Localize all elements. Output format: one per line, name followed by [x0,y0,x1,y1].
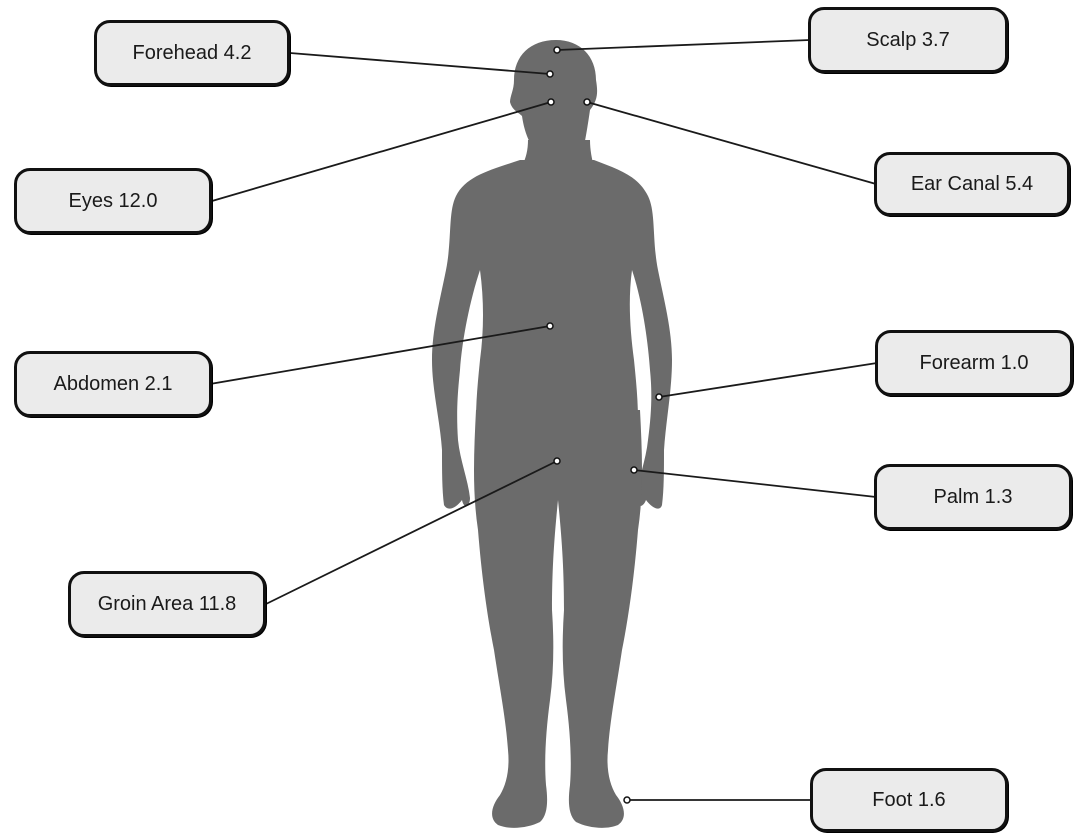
point-groin-area [554,458,560,464]
leader-line-forearm [659,363,877,397]
label-abdomen: Abdomen 2.1 [14,351,212,417]
label-palm-text: Palm 1.3 [934,486,1013,509]
point-forehead [547,71,553,77]
leader-line-ear-canal [587,102,876,184]
point-palm [631,467,637,473]
label-forearm: Forearm 1.0 [875,330,1073,396]
label-ear-canal-text: Ear Canal 5.4 [911,173,1033,196]
label-scalp: Scalp 3.7 [808,7,1008,73]
label-ear-canal: Ear Canal 5.4 [874,152,1070,216]
leader-line-scalp [557,40,810,50]
label-scalp-text: Scalp 3.7 [866,29,949,52]
leader-line-palm [634,470,876,497]
point-forearm [656,394,662,400]
label-groin-area: Groin Area 11.8 [68,571,266,637]
label-abdomen-text: Abdomen 2.1 [54,373,173,396]
point-scalp [554,47,560,53]
label-forehead: Forehead 4.2 [94,20,290,86]
label-palm: Palm 1.3 [874,464,1072,530]
point-ear-canal [584,99,590,105]
human-silhouette [432,40,672,828]
point-eyes [548,99,554,105]
point-foot [624,797,630,803]
label-forehead-text: Forehead 4.2 [133,42,252,65]
label-groin-area-text: Groin Area 11.8 [98,593,237,616]
label-eyes-text: Eyes 12.0 [69,190,158,213]
label-foot: Foot 1.6 [810,768,1008,832]
label-foot-text: Foot 1.6 [872,789,945,812]
leader-line-forehead [290,53,550,74]
label-eyes: Eyes 12.0 [14,168,212,234]
silhouette-head [510,40,597,146]
label-forearm-text: Forearm 1.0 [920,352,1029,375]
point-abdomen [547,323,553,329]
silhouette-legs [474,410,642,828]
